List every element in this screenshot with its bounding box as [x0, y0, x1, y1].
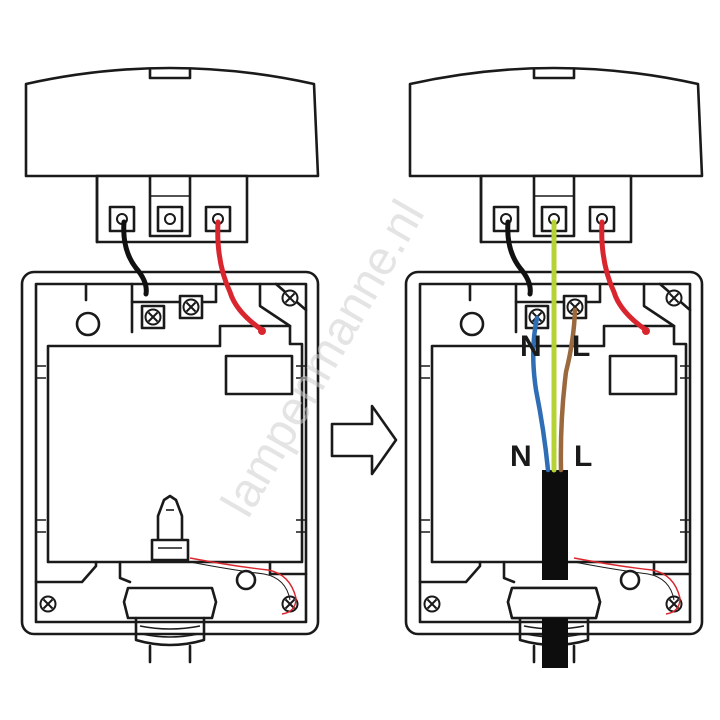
black-wire: [505, 219, 533, 297]
screw-icon: [423, 595, 441, 613]
cable-l-label: L: [574, 440, 592, 473]
cable-n-label: N: [510, 440, 532, 473]
screw-icon: [665, 289, 683, 307]
black-wire: [121, 219, 149, 297]
terminal-l-label: L: [572, 330, 590, 363]
screw-icon: [281, 289, 299, 307]
terminal-n-label: N: [520, 330, 542, 363]
red-wire: [599, 219, 649, 333]
live-wire: [558, 307, 578, 473]
before-wiring-panel: [20, 66, 320, 664]
screw-icon: [39, 595, 57, 613]
screw-icon: [144, 308, 162, 326]
screw-icon: [182, 298, 200, 316]
arrow-right-icon: [330, 404, 398, 476]
red-wire: [215, 219, 265, 333]
after-wiring-panel: N L N L: [404, 66, 704, 668]
mains-cable: [542, 470, 568, 580]
neutral-wire: [530, 315, 551, 473]
